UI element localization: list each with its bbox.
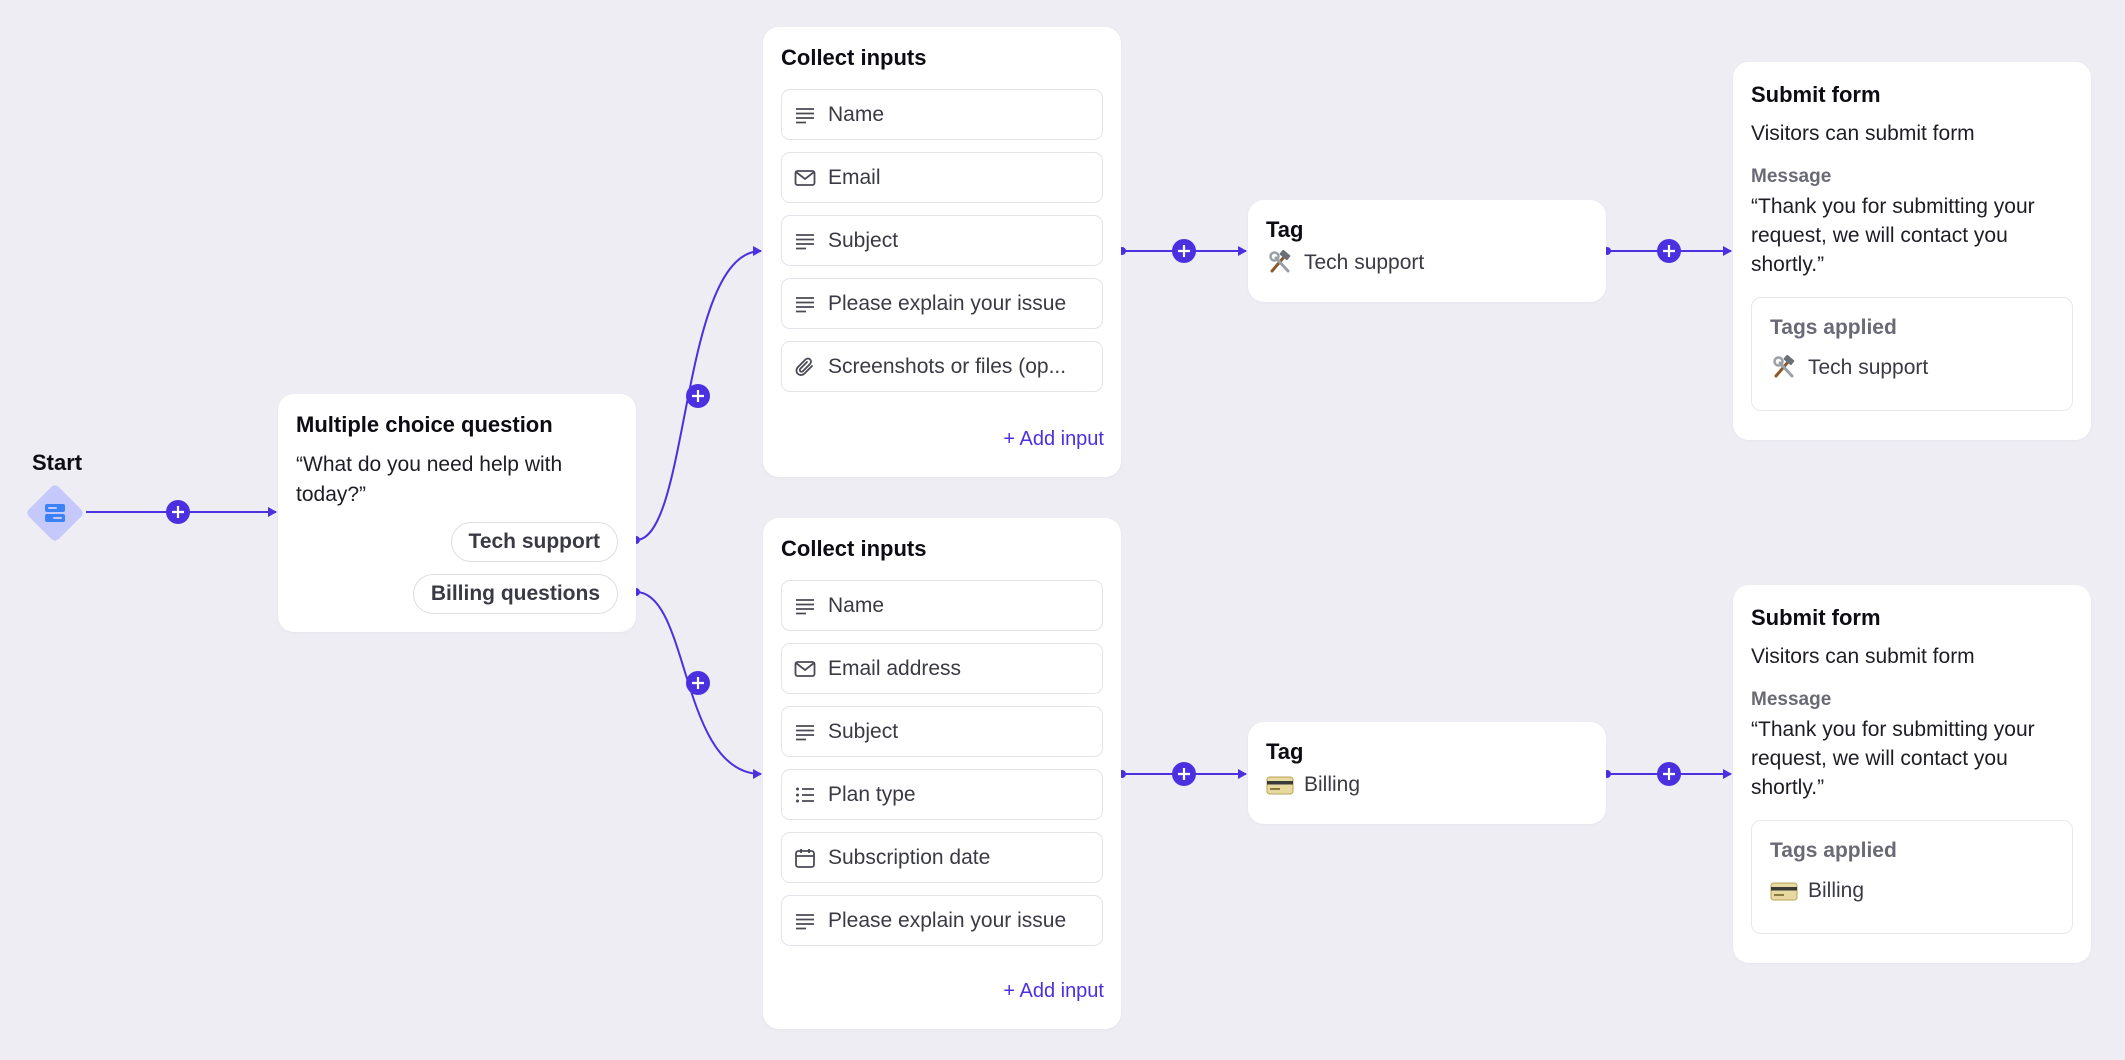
card-title: Multiple choice question — [296, 412, 553, 437]
text-lines-icon — [796, 107, 814, 123]
field-label: Subject — [828, 719, 899, 743]
envelope-icon — [794, 660, 816, 677]
input-field-email[interactable]: Email — [781, 152, 1103, 203]
message-label: Message — [1751, 689, 1832, 710]
input-field-issue[interactable]: Please explain your issue — [781, 278, 1103, 329]
tag-card[interactable]: Tag Tech support — [1248, 200, 1606, 302]
input-field-subscription-date[interactable]: Subscription date — [781, 832, 1103, 883]
text-lines-icon — [796, 598, 814, 614]
choice-billing-questions[interactable]: Billing questions — [412, 574, 618, 614]
tag-value: Tech support — [1304, 251, 1425, 274]
message-text: “Thank you for submitting your request, … — [1751, 195, 2035, 276]
applied-tag-value: Billing — [1808, 879, 1865, 902]
card-title: Tag — [1266, 217, 1304, 242]
collect-inputs-card[interactable]: Collect inputs Name Email address Subjec… — [763, 518, 1121, 1029]
submit-subtitle: Visitors can submit form — [1751, 645, 1975, 668]
list-icon — [796, 787, 814, 802]
credit-card-icon — [1266, 776, 1294, 795]
field-label: Please explain your issue — [828, 291, 1067, 315]
applied-tag: Tech support — [1770, 354, 2054, 382]
tags-applied-box: Tags applied Tech support — [1751, 297, 2073, 411]
tags-applied-label: Tags applied — [1770, 839, 1897, 862]
text-lines-icon — [796, 233, 814, 249]
add-step-button[interactable] — [686, 384, 710, 408]
field-label: Plan type — [828, 782, 916, 806]
add-step-button[interactable] — [1657, 239, 1681, 263]
hammer-wrench-icon — [1269, 249, 1291, 273]
field-label: Name — [828, 102, 885, 126]
multiple-choice-card[interactable]: Multiple choice question “What do you ne… — [278, 394, 636, 632]
tag-value-row: Billing — [1266, 771, 1588, 799]
add-step-button[interactable] — [1657, 762, 1681, 786]
input-field-subject[interactable]: Subject — [781, 215, 1103, 266]
question-text: “What do you need help with today?” — [296, 453, 563, 506]
choice-tech-support[interactable]: Tech support — [450, 522, 618, 562]
text-lines-icon — [796, 724, 814, 740]
start-label: Start — [32, 450, 83, 475]
add-step-button[interactable] — [686, 671, 710, 695]
paperclip-icon — [795, 357, 813, 376]
field-label: Please explain your issue — [828, 908, 1067, 932]
card-title: Collect inputs — [781, 45, 927, 70]
card-title: Submit form — [1751, 605, 1881, 630]
collect-inputs-card[interactable]: Collect inputs Name Email Subject Please… — [763, 27, 1121, 477]
tag-card[interactable]: Tag Billing — [1248, 722, 1606, 824]
applied-tag: Billing — [1770, 877, 2054, 905]
toggle-settings-icon — [45, 504, 65, 522]
applied-tag-value: Tech support — [1808, 356, 1929, 379]
input-field-name[interactable]: Name — [781, 89, 1103, 140]
input-field-files[interactable]: Screenshots or files (op... — [781, 341, 1103, 392]
message-label: Message — [1751, 166, 1832, 187]
hammer-wrench-icon — [1773, 354, 1795, 378]
card-title: Collect inputs — [781, 536, 927, 561]
field-label: Subscription date — [828, 845, 991, 869]
calendar-icon — [795, 848, 815, 868]
add-step-button[interactable] — [166, 500, 190, 524]
field-label: Screenshots or files (op... — [828, 354, 1067, 378]
input-field-subject[interactable]: Subject — [781, 706, 1103, 757]
input-field-issue[interactable]: Please explain your issue — [781, 895, 1103, 946]
message-text: “Thank you for submitting your request, … — [1751, 718, 2035, 799]
field-label: Subject — [828, 228, 899, 252]
tag-value-row: Tech support — [1266, 249, 1588, 277]
add-step-button[interactable] — [1172, 239, 1196, 263]
add-step-buttons — [166, 239, 1681, 786]
submit-subtitle: Visitors can submit form — [1751, 122, 1975, 145]
tag-value: Billing — [1304, 773, 1361, 796]
input-field-name[interactable]: Name — [781, 580, 1103, 631]
submit-form-card[interactable]: Submit form Visitors can submit form Mes… — [1733, 62, 2091, 440]
text-lines-icon — [796, 296, 814, 312]
submit-form-card[interactable]: Submit form Visitors can submit form Mes… — [1733, 585, 2091, 963]
input-field-email[interactable]: Email address — [781, 643, 1103, 694]
field-label: Name — [828, 593, 885, 617]
tags-applied-label: Tags applied — [1770, 316, 1897, 339]
text-lines-icon — [796, 913, 814, 929]
card-title: Tag — [1266, 739, 1304, 764]
add-input-button[interactable]: + Add input — [1003, 980, 1104, 1002]
field-label: Email address — [828, 656, 962, 680]
add-step-button[interactable] — [1172, 762, 1196, 786]
input-field-plan-type[interactable]: Plan type — [781, 769, 1103, 820]
tags-applied-box: Tags applied Billing — [1751, 820, 2073, 934]
field-label: Email — [828, 165, 881, 189]
envelope-icon — [794, 169, 816, 186]
credit-card-icon — [1770, 882, 1798, 901]
card-title: Submit form — [1751, 82, 1881, 107]
add-input-button[interactable]: + Add input — [1003, 428, 1104, 450]
